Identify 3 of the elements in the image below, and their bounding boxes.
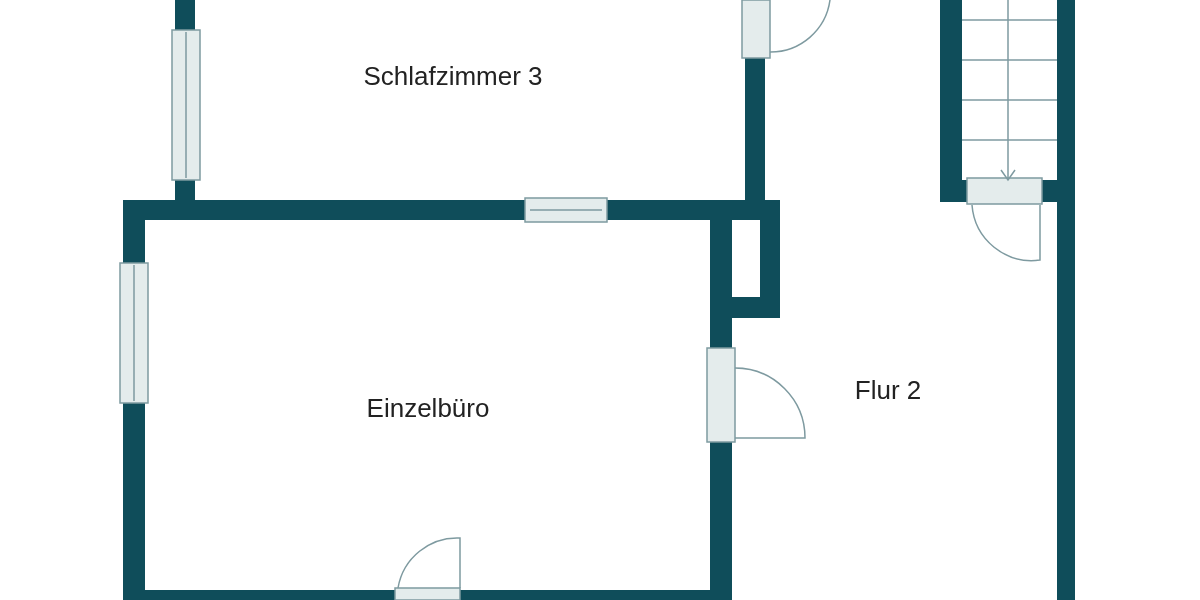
- room-label: Flur 2: [854, 374, 922, 406]
- room-label: Schlafzimmer 3: [363, 60, 543, 92]
- room-label: Einzelbüro: [366, 392, 490, 424]
